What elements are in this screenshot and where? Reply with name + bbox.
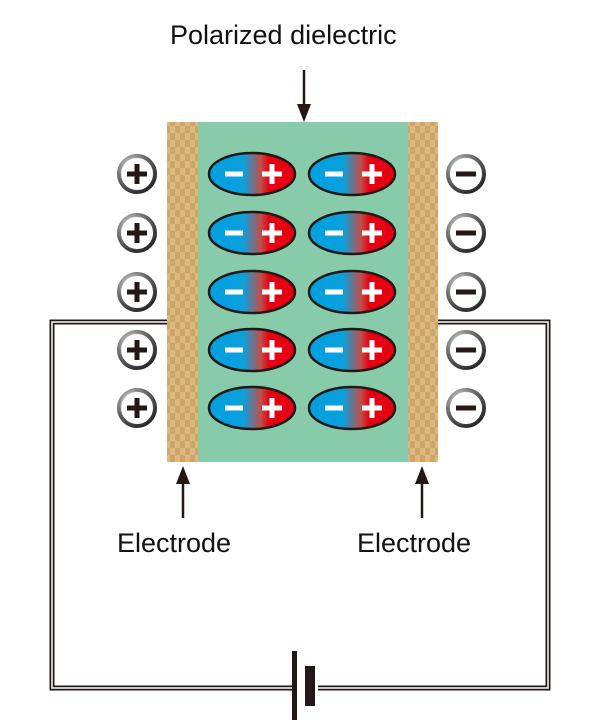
dipole-positive-sign [262, 282, 282, 302]
left-electrode [167, 122, 198, 462]
dipole-positive-sign [262, 398, 282, 418]
dipole [307, 210, 397, 256]
left-electrode-label: Electrode [117, 528, 232, 558]
dipole-positive-sign [362, 282, 382, 302]
dipole-negative-sign [225, 405, 243, 411]
dipole [207, 385, 297, 431]
dipole-negative-sign [225, 230, 243, 236]
dipole-negative-sign [225, 289, 243, 295]
dipole-positive-sign [362, 398, 382, 418]
dipole-negative-sign [225, 171, 243, 177]
positive-charge-icon [117, 213, 157, 253]
dipole-negative-sign [325, 405, 343, 411]
dipole [207, 269, 297, 315]
negative-charge-icon [446, 388, 486, 428]
dipole [307, 269, 397, 315]
right-electrode-label: Electrode [357, 528, 472, 558]
dipole [307, 385, 397, 431]
dipole-positive-sign [362, 164, 382, 184]
dipole-negative-sign [325, 289, 343, 295]
right-electrode-arrow-icon [415, 466, 429, 518]
positive-charge-icon [117, 154, 157, 194]
dipole [207, 327, 297, 373]
dipole-negative-sign [325, 171, 343, 177]
dipole-negative-sign [225, 347, 243, 353]
dipole-positive-sign [362, 340, 382, 360]
dipole-negative-sign [325, 347, 343, 353]
left-electrode-arrow-icon [176, 466, 190, 518]
circuit-wire [49, 319, 551, 691]
dielectric-label: Polarized dielectric [170, 20, 397, 50]
dipole-positive-sign [362, 223, 382, 243]
positive-charge-icon [117, 330, 157, 370]
dipole [307, 327, 397, 373]
positive-charge-icon [117, 272, 157, 312]
dipole-positive-sign [262, 340, 282, 360]
negative-charge-icon [446, 213, 486, 253]
dipole-negative-sign [325, 230, 343, 236]
dipole [207, 151, 297, 197]
battery-icon [292, 651, 315, 720]
negative-charge-icon [446, 272, 486, 312]
negative-charge-icon [446, 154, 486, 194]
negative-charge-icon [446, 330, 486, 370]
dielectric-arrow-icon [297, 70, 311, 122]
dipole-positive-sign [262, 164, 282, 184]
right-electrode [408, 122, 438, 462]
positive-charge-icon [117, 388, 157, 428]
dipole [307, 151, 397, 197]
dipole [207, 210, 297, 256]
dipole-positive-sign [262, 223, 282, 243]
